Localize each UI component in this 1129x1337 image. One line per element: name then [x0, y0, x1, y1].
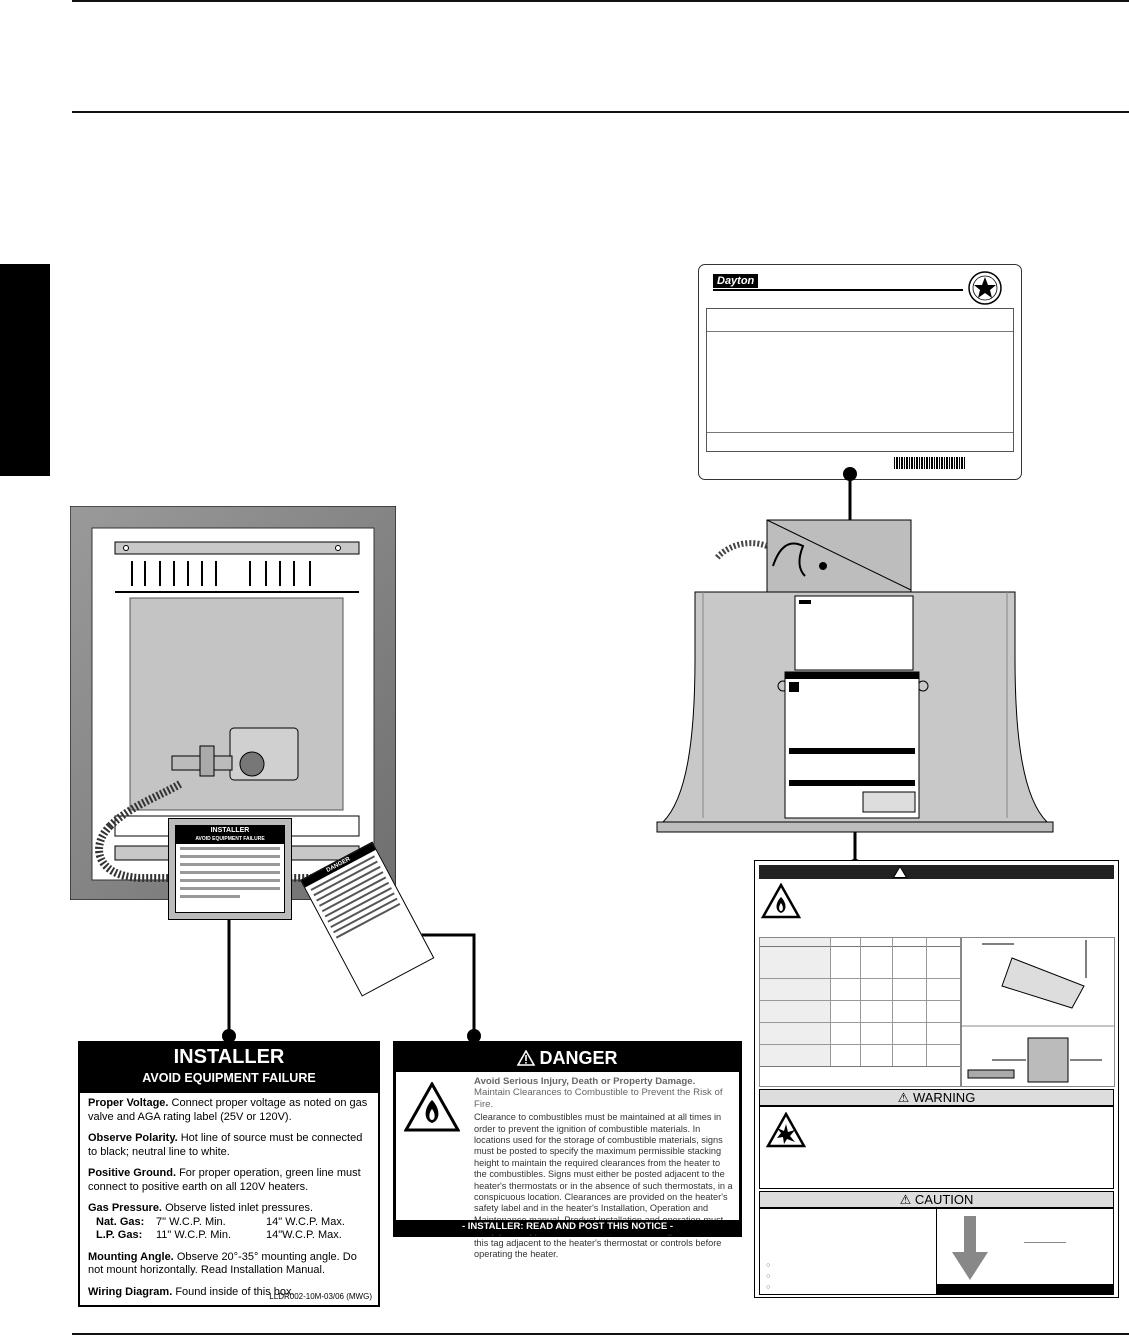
installer-item: Proper Voltage. Connect proper voltage a…	[88, 1097, 368, 1123]
explosion-hazard-icon	[766, 1112, 806, 1148]
danger-subtitle-2: Maintain Clearances to Combustible to Pr…	[474, 1087, 723, 1110]
warning-header: ⚠ WARNING	[759, 1089, 1114, 1107]
gas-pressure-table: Nat. Gas:7" W.C.P. Min.14" W.C.P. Max. L…	[96, 1215, 345, 1242]
danger-alert-icon	[517, 1050, 536, 1066]
header-rule	[72, 111, 1129, 113]
danger-label: DANGER Avoid Serious Injury, Death or Pr…	[393, 1041, 742, 1259]
danger-body: Clearance to combustibles must be mainta…	[474, 1112, 733, 1260]
top-rule	[72, 0, 1129, 2]
heater-tube-illustration	[656, 519, 1054, 833]
warning-triangle-icon	[893, 866, 907, 878]
installer-label: INSTALLER AVOID EQUIPMENT FAILURE Proper…	[78, 1041, 380, 1307]
installer-title: INSTALLER	[173, 1046, 285, 1068]
caution-box: ○ ○ ○	[759, 1207, 1114, 1295]
installer-item: Gas Pressure. Observe listed inlet press…	[88, 1202, 314, 1214]
caution-alert-icon: ⚠	[899, 1192, 912, 1207]
bottom-rule	[72, 1333, 1129, 1335]
installer-item: Observe Polarity. Hot line of source mus…	[88, 1132, 363, 1158]
heater-tag-subtitle: AVOID EQUIPMENT FAILURE	[195, 836, 265, 842]
danger-footer: - INSTALLER: READ AND POST THIS NOTICE -	[396, 1220, 739, 1234]
clearance-diagram	[961, 937, 1115, 1087]
dayton-logo: Dayton	[713, 274, 759, 288]
warning-box	[759, 1105, 1114, 1189]
caution-bullet: ○	[766, 1284, 771, 1291]
plate-data-box	[706, 308, 1014, 452]
installer-code: LLDR002-10M-03/06 (MWG)	[269, 1292, 372, 1301]
danger-title: DANGER	[539, 1047, 618, 1068]
installer-item: Mounting Angle. Observe 20°-35° mounting…	[88, 1250, 357, 1277]
installer-item: Wiring Diagram. Found inside of this box…	[88, 1285, 295, 1298]
barcode	[894, 457, 966, 469]
heater-tag-title: INSTALLER	[210, 827, 250, 834]
certification-star-icon	[968, 271, 1002, 305]
safety-label: ⚠ WARNING ⚠ CAUTION ○ ○ ○	[754, 860, 1119, 1298]
fire-hazard-icon	[761, 883, 801, 919]
danger-subtitle-1: Avoid Serious Injury, Death or Property …	[474, 1076, 696, 1087]
installer-subtitle: AVOID EQUIPMENT FAILURE	[142, 1071, 316, 1085]
fire-hazard-icon	[404, 1082, 460, 1132]
caution-title: CAUTION	[914, 1192, 974, 1207]
installer-item: Positive Ground. For proper operation, g…	[88, 1167, 361, 1193]
section-tab	[0, 264, 50, 476]
down-arrow-icon	[952, 1216, 988, 1280]
caution-bullet: ○	[766, 1273, 771, 1280]
danger-header-bar	[759, 865, 1114, 879]
warning-alert-icon: ⚠	[897, 1090, 910, 1105]
plate-rule	[713, 289, 963, 291]
clearance-table	[759, 937, 961, 1087]
heater-installer-tag: INSTALLER AVOID EQUIPMENT FAILURE	[168, 818, 292, 920]
caution-bullet: ○	[766, 1262, 771, 1269]
rating-plate: Dayton	[698, 264, 1022, 480]
warning-title: WARNING	[912, 1090, 976, 1105]
caution-header: ⚠ CAUTION	[759, 1191, 1114, 1209]
